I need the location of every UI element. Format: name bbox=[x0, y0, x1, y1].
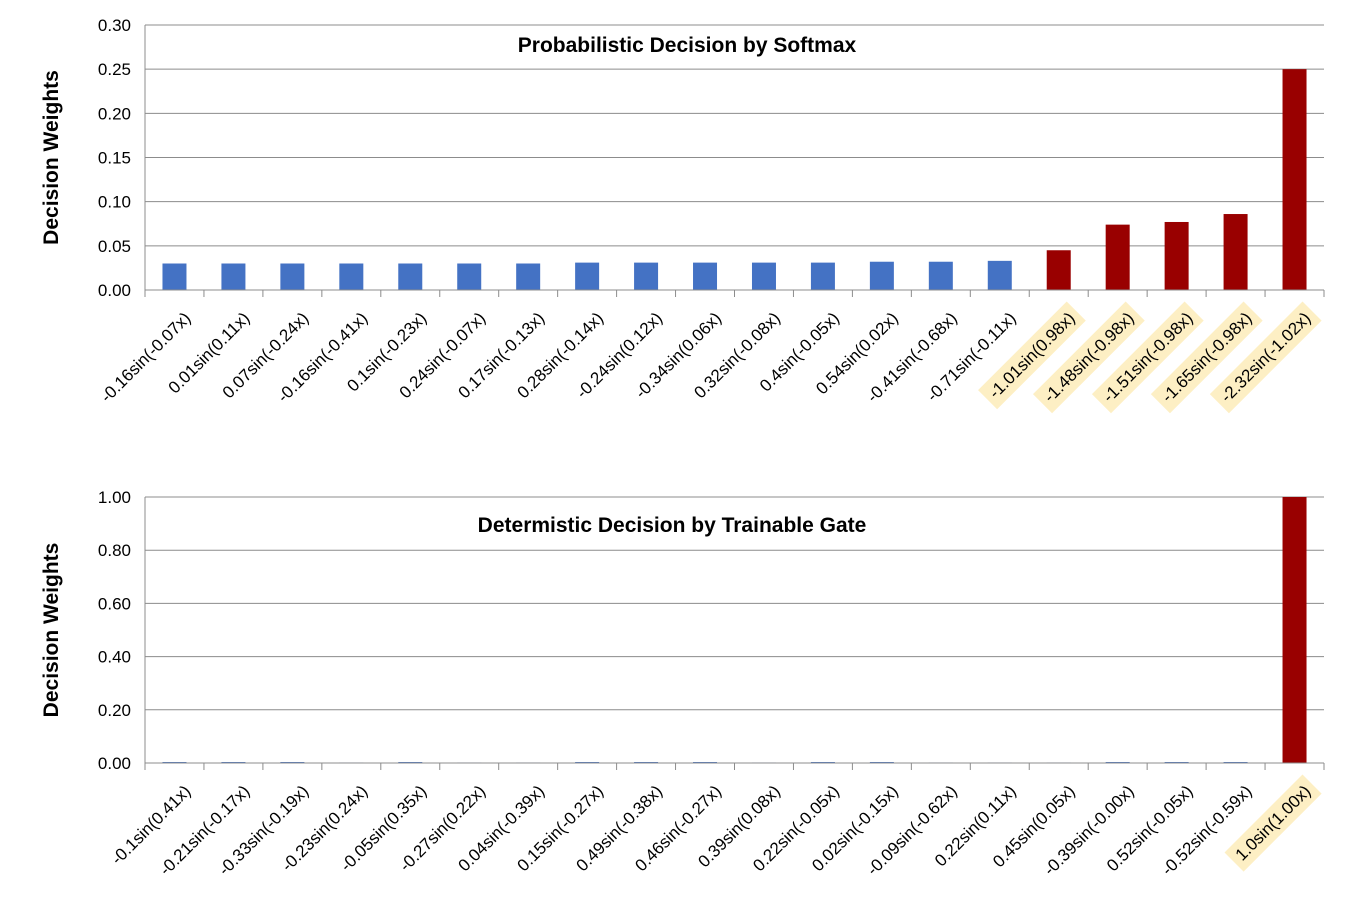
bar bbox=[869, 261, 894, 290]
y-tick-label: 0.25 bbox=[98, 60, 131, 79]
bar bbox=[1282, 497, 1307, 763]
bar bbox=[221, 263, 246, 290]
bar bbox=[457, 263, 482, 290]
y-tick-label: 0.10 bbox=[98, 193, 131, 212]
x-category-group: -1.48sin(-0.98x) bbox=[1032, 301, 1145, 414]
bar bbox=[1282, 69, 1307, 291]
bar bbox=[751, 262, 776, 290]
chart-title: Determistic Decision by Trainable Gate bbox=[478, 514, 867, 537]
bar bbox=[634, 262, 659, 290]
bar bbox=[516, 263, 541, 290]
x-category-group: -1.65sin(-0.98x) bbox=[1150, 301, 1263, 414]
y-tick-label: 0.00 bbox=[98, 281, 131, 300]
bar bbox=[398, 263, 423, 290]
y-tick-label: 0.80 bbox=[98, 541, 131, 560]
bar bbox=[987, 260, 1012, 290]
x-category-group: -1.51sin(-0.98x) bbox=[1091, 301, 1204, 414]
bar bbox=[1105, 224, 1130, 290]
y-tick-label: 0.15 bbox=[98, 149, 131, 168]
label-highlight bbox=[978, 301, 1086, 410]
x-category-group: -2.32sin(-1.02x) bbox=[1209, 301, 1322, 414]
bar bbox=[810, 262, 835, 290]
bar bbox=[162, 263, 187, 290]
label-highlight bbox=[1091, 301, 1204, 414]
bar bbox=[928, 261, 953, 290]
y-axis-label: Decision Weights bbox=[40, 543, 63, 718]
y-tick-label: 0.30 bbox=[98, 16, 131, 35]
bar bbox=[575, 262, 600, 290]
y-tick-label: 0.00 bbox=[98, 754, 131, 773]
bar bbox=[693, 262, 718, 290]
y-tick-label: 1.00 bbox=[98, 488, 131, 507]
bar bbox=[280, 263, 305, 290]
bar bbox=[1164, 221, 1189, 290]
y-axis-label: Decision Weights bbox=[40, 70, 63, 245]
y-tick-label: 0.20 bbox=[98, 104, 131, 123]
chart-title: Probabilistic Decision by Softmax bbox=[518, 34, 857, 57]
y-tick-label: 0.20 bbox=[98, 701, 131, 720]
y-tick-label: 0.60 bbox=[98, 594, 131, 613]
label-highlight bbox=[1032, 301, 1145, 414]
label-highlight bbox=[1224, 774, 1322, 872]
label-highlight bbox=[1150, 301, 1263, 414]
label-highlight bbox=[1209, 301, 1322, 414]
bar bbox=[1046, 250, 1071, 290]
bar bbox=[1223, 214, 1248, 290]
bar bbox=[339, 263, 364, 290]
y-tick-label: 0.40 bbox=[98, 648, 131, 667]
y-tick-label: 0.05 bbox=[98, 237, 131, 256]
